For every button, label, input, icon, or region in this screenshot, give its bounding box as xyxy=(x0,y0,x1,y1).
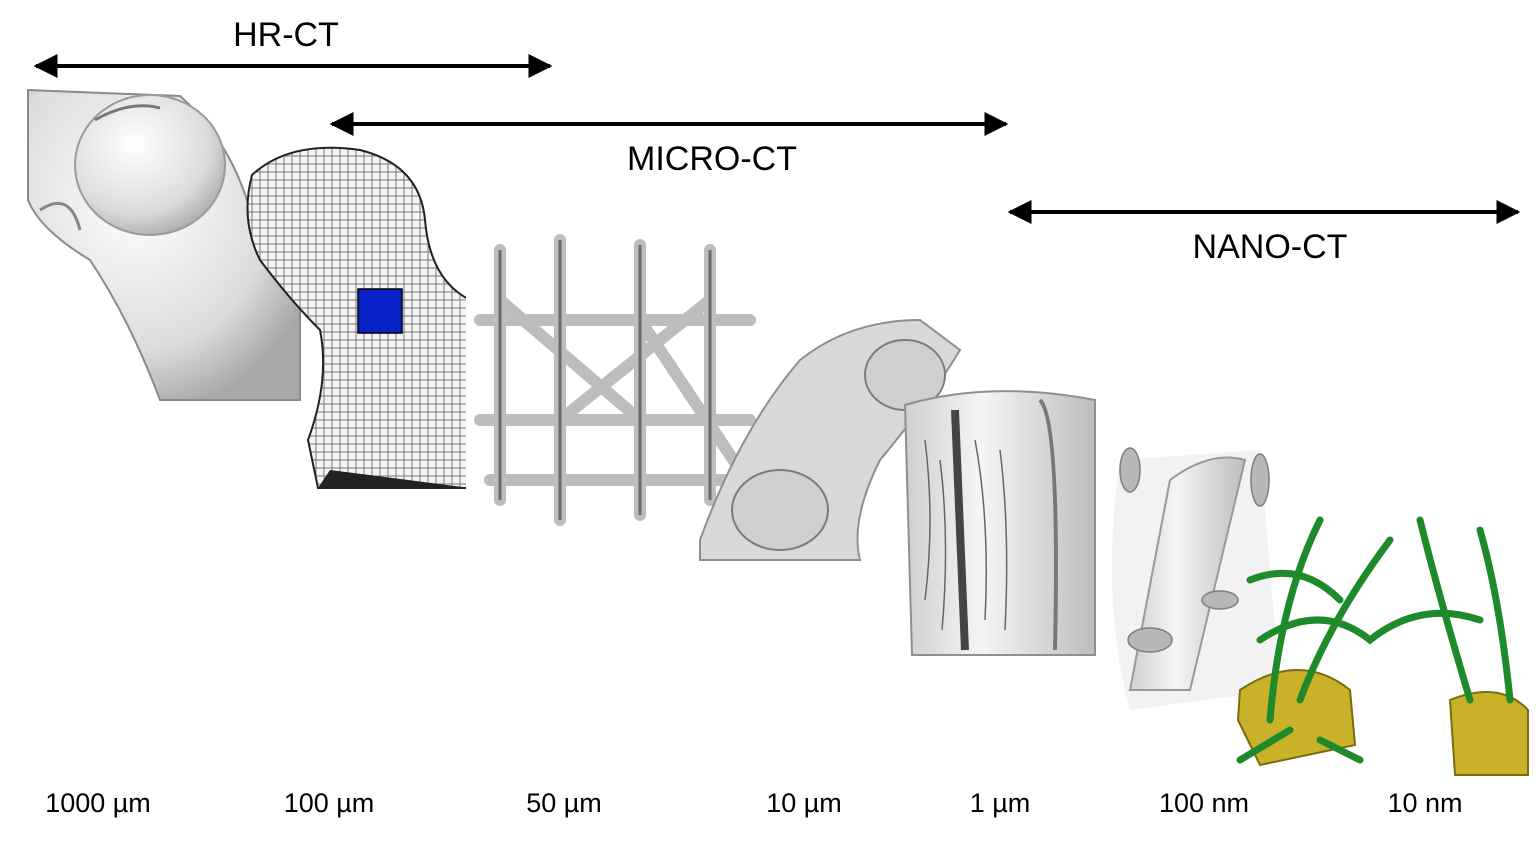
scale-label-10nm: 10 nm xyxy=(1387,788,1463,818)
nano-ct-label: NANO-CT xyxy=(1193,228,1348,266)
scale-label-1um: 1 µm xyxy=(969,788,1031,818)
trabecular-network-panel xyxy=(466,234,756,528)
scale-label-100um: 100 µm xyxy=(283,788,375,818)
hr-ct-range: HR-CT xyxy=(33,16,553,78)
scale-label-1000um: 1000 µm xyxy=(45,788,151,818)
micro-ct-label: MICRO-CT xyxy=(627,140,797,178)
scale-label-50um: 50 µm xyxy=(526,788,602,818)
nano-ct-range: NANO-CT xyxy=(1007,200,1521,266)
osteon-cylinder-panel xyxy=(903,390,1096,656)
femoral-head-trabecular-panel xyxy=(246,146,471,489)
micro-ct-range: MICRO-CT xyxy=(329,112,1009,178)
region-marker xyxy=(357,288,403,334)
canalicular-network-panel xyxy=(1236,516,1529,776)
scale-label-10um: 10 µm xyxy=(766,788,842,818)
femur-render-panel xyxy=(27,88,301,401)
single-trabecula-panel xyxy=(699,318,962,561)
scale-label-100nm: 100 nm xyxy=(1158,788,1250,818)
lacunae-panel xyxy=(1112,447,1280,710)
hr-ct-label: HR-CT xyxy=(233,16,339,54)
